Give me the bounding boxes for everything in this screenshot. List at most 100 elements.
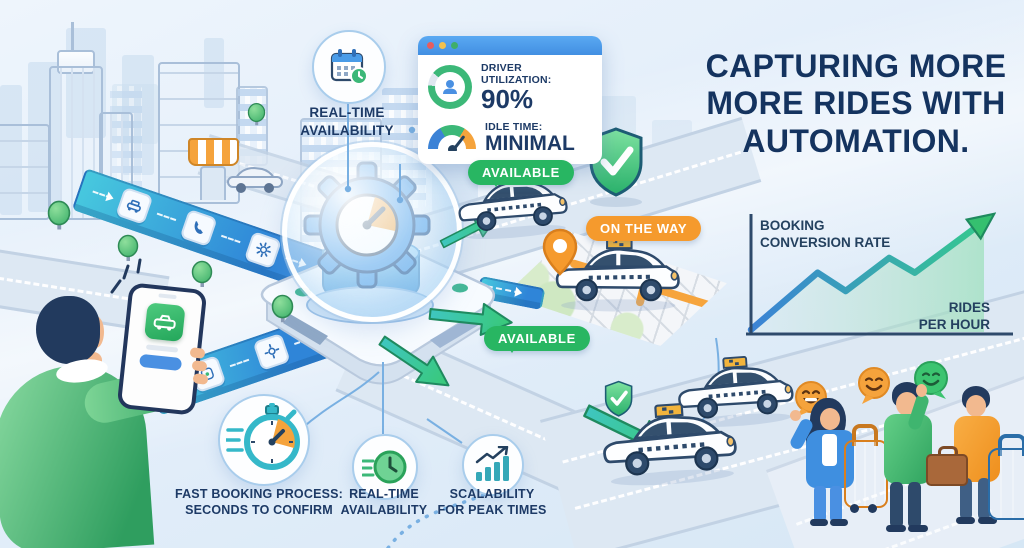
chart-y-label-line2: CONVERSION RATE [760, 234, 891, 250]
fast-booking-line1: FAST BOOKING PROCESS: [174, 487, 344, 501]
briefcase [926, 454, 968, 486]
book-ride-button [139, 353, 183, 372]
top-feature-line2: AVAILABILITY [300, 122, 394, 138]
stats-card-titlebar [418, 36, 602, 55]
title-line-2: MORE RIDES WITH [706, 85, 1006, 122]
conveyor-belt-city [71, 168, 336, 296]
blue-suitcase-handle [998, 434, 1024, 456]
belt-dash [221, 234, 241, 243]
woman-face [820, 408, 840, 430]
top-feature-label: REAL-TIME AVAILABILITY [284, 104, 410, 139]
growth-chart [735, 198, 1020, 350]
idle-time-value: MINIMAL [485, 132, 575, 155]
blue-suitcase [988, 448, 1024, 520]
scalability-line1: SCALABILITY [449, 487, 535, 501]
man2-shoe [978, 517, 997, 524]
scalability-line2: FOR PEAK TIMES [437, 503, 547, 518]
left-building [0, 124, 50, 220]
stopwatch-icon [226, 403, 300, 470]
calendar-clock-feature [312, 30, 386, 104]
belt-flow-arrow [92, 190, 113, 199]
fast-booking-label: FAST BOOKING PROCESS: SECONDS TO CONFIRM [148, 486, 370, 519]
driver-utilization-row: DRIVER UTILIZATION: 90% [418, 55, 602, 114]
man1-shoe [908, 525, 928, 532]
traffic-dot-green [451, 42, 458, 49]
shop-awning [188, 138, 239, 166]
scalability-label: SCALABILITY FOR PEAK TIMES [428, 486, 556, 519]
calendar-clock-icon [330, 49, 368, 85]
growth-bars-icon [475, 446, 509, 481]
growth-chart-plot [746, 198, 1013, 336]
driver-utilization-value: 90% [481, 84, 534, 114]
top-feature-line1: REAL-TIME [309, 105, 385, 120]
woman-shoe [830, 519, 848, 526]
realtime-feature [352, 434, 418, 500]
chart-x-label: RIDES PER HOUR [905, 300, 990, 334]
smartphone [116, 282, 208, 416]
available-badge-top: AVAILABLE [468, 160, 574, 187]
man1-shoe [886, 525, 906, 532]
stopwatch-feature [218, 394, 310, 486]
taxi-app-glyph [153, 314, 176, 331]
screen-text-line [145, 344, 179, 353]
fast-booking-line2: SECONDS TO CONFIRM [185, 503, 333, 518]
idle-time-gauge [428, 124, 476, 151]
available-badge-top-label: AVAILABLE [482, 165, 560, 180]
man2-leg [960, 478, 972, 520]
stats-card: DRIVER UTILIZATION: 90% IDLE TIME: MINIM… [418, 36, 602, 164]
gripping-finger [189, 347, 206, 359]
man1-hand [916, 384, 927, 397]
chart-y-label-line1: BOOKING [760, 218, 825, 233]
clock-speed-icon [362, 450, 407, 484]
taxi-app-tile [144, 302, 186, 343]
man1-leg [908, 482, 921, 528]
idle-time-label: IDLE TIME: [485, 121, 543, 133]
title-line-1: CAPTURING MORE [705, 48, 1007, 84]
woman-hand [790, 410, 801, 421]
antenna [71, 22, 74, 56]
phone-call-icon [179, 208, 218, 247]
man2-leg [978, 478, 990, 520]
belt-dash [156, 212, 177, 221]
woman-leg [814, 486, 826, 522]
idle-time-row: IDLE TIME: MINIMAL [418, 114, 602, 164]
woman-blouse [822, 434, 837, 466]
driver-utilization-label: DRIVER UTILIZATION: [481, 62, 552, 86]
driver-icon [443, 80, 457, 94]
man1-leg [890, 482, 903, 528]
taxi-app-icon [115, 186, 154, 225]
suitcase-wheel [868, 504, 877, 513]
briefcase-handle [938, 446, 958, 461]
woman-shoe [810, 519, 828, 526]
orange-suitcase [844, 440, 888, 508]
hub-pedestal-base [306, 286, 434, 324]
person-head [36, 296, 100, 364]
on-the-way-badge-label: ON THE WAY [600, 221, 688, 236]
woman-leg [830, 486, 842, 522]
on-the-way-badge: ON THE WAY [586, 216, 702, 243]
chart-x-label-line1: RIDES [948, 300, 990, 315]
suitcase-handle [852, 424, 878, 446]
gripping-finger [191, 360, 208, 372]
phone-notch [158, 293, 177, 300]
gear-icon [252, 332, 291, 371]
traffic-dot-red [427, 42, 434, 49]
page-title: CAPTURING MORE MORE RIDES WITH AUTOMATIO… [696, 48, 1016, 160]
chart-y-label: BOOKING CONVERSION RATE [760, 218, 890, 252]
chart-x-label-line2: PER HOUR [918, 316, 990, 332]
chart-trend-line [747, 221, 984, 333]
phone-screen [121, 286, 203, 412]
traffic-dot-yellow [439, 42, 446, 49]
gripping-finger [192, 373, 209, 385]
suitcase-wheel [850, 504, 859, 513]
title-line-3: AUTOMATION. [742, 122, 970, 159]
gear-icon [244, 230, 283, 269]
shop-door [200, 166, 226, 200]
realtime-line2: AVAILABILITY [340, 503, 428, 518]
driver-utilization-donut [428, 65, 472, 109]
realtime-line1: REAL-TIME [349, 487, 419, 501]
belt-dash [229, 358, 250, 367]
available-badge-bottom: AVAILABLE [484, 326, 590, 353]
man2-face [966, 395, 986, 417]
